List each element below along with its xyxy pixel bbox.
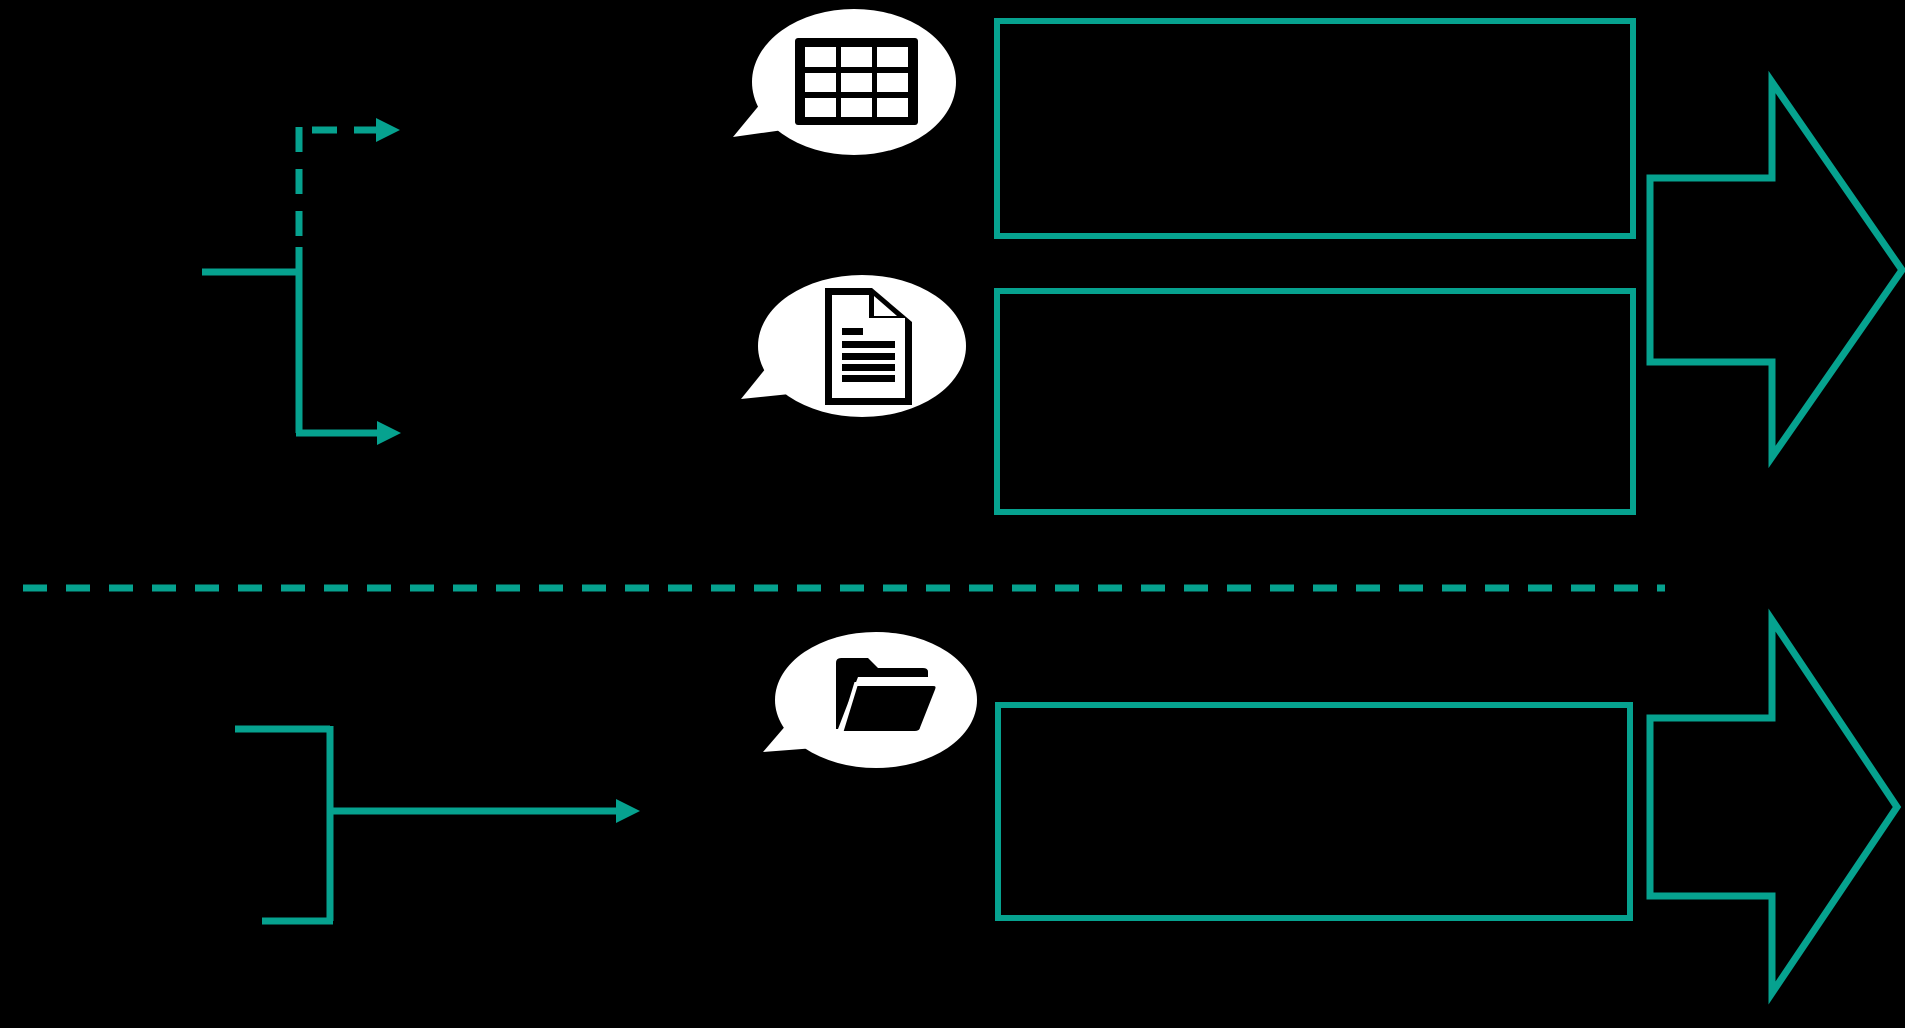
open-folder-icon (836, 658, 940, 735)
document-text-line (842, 375, 895, 382)
document-text-line (842, 341, 895, 348)
document-text-line (842, 364, 895, 371)
folder-front (838, 682, 940, 735)
table-grid-icon (795, 38, 918, 125)
table-cell (877, 73, 908, 92)
content-box-top (994, 18, 1636, 239)
document-icon (825, 288, 912, 405)
folder-back (836, 658, 928, 729)
solid-branch-arrowhead-icon (377, 421, 401, 445)
table-cell (877, 98, 908, 117)
table-callout (733, 9, 956, 155)
document-text-line (842, 353, 895, 360)
document-text-line (842, 328, 863, 335)
bracket-arrowhead-icon (616, 799, 640, 823)
table-cell (841, 98, 872, 117)
upper-branch-connector (202, 118, 401, 445)
dashed-branch-arrowhead-icon (376, 118, 400, 142)
content-box-middle (994, 288, 1636, 515)
upper-section (202, 9, 1905, 515)
content-box-bottom (995, 702, 1633, 921)
table-cell (805, 98, 836, 117)
lower-section (235, 608, 1902, 1005)
output-arrow-bottom (1646, 608, 1902, 1005)
table-cell (877, 47, 908, 67)
lower-bracket-connector (235, 725, 640, 925)
folder-callout (763, 632, 977, 768)
table-cell (841, 73, 872, 92)
bracket-lines (235, 725, 334, 925)
table-cell (805, 47, 836, 67)
table-cell (805, 73, 836, 92)
solid-branch-lines (202, 247, 377, 437)
output-arrow-top (1646, 70, 1905, 469)
document-callout (741, 275, 966, 417)
table-cell (841, 47, 872, 67)
document-fold-corner (874, 296, 897, 316)
